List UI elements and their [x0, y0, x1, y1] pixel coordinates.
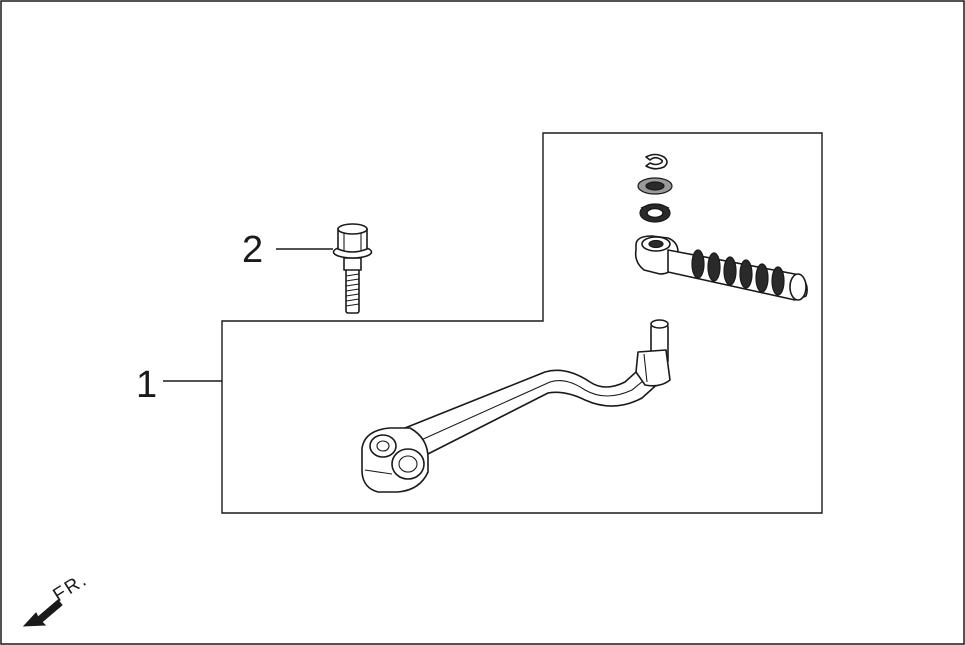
front-arrow-icon [22, 599, 63, 627]
assembly-group-box [221, 132, 823, 514]
callout-2: 2 [242, 229, 333, 271]
front-direction-indicator: FR. [22, 569, 92, 627]
front-direction-label: FR. [50, 569, 92, 606]
shift-lever [361, 319, 671, 493]
pedal-tip-assembly [634, 153, 808, 301]
callout-1-number: 1 [136, 364, 157, 406]
callout-1: 1 [136, 364, 222, 406]
callout-2-number: 2 [242, 229, 263, 271]
flange-bolt [332, 223, 373, 314]
